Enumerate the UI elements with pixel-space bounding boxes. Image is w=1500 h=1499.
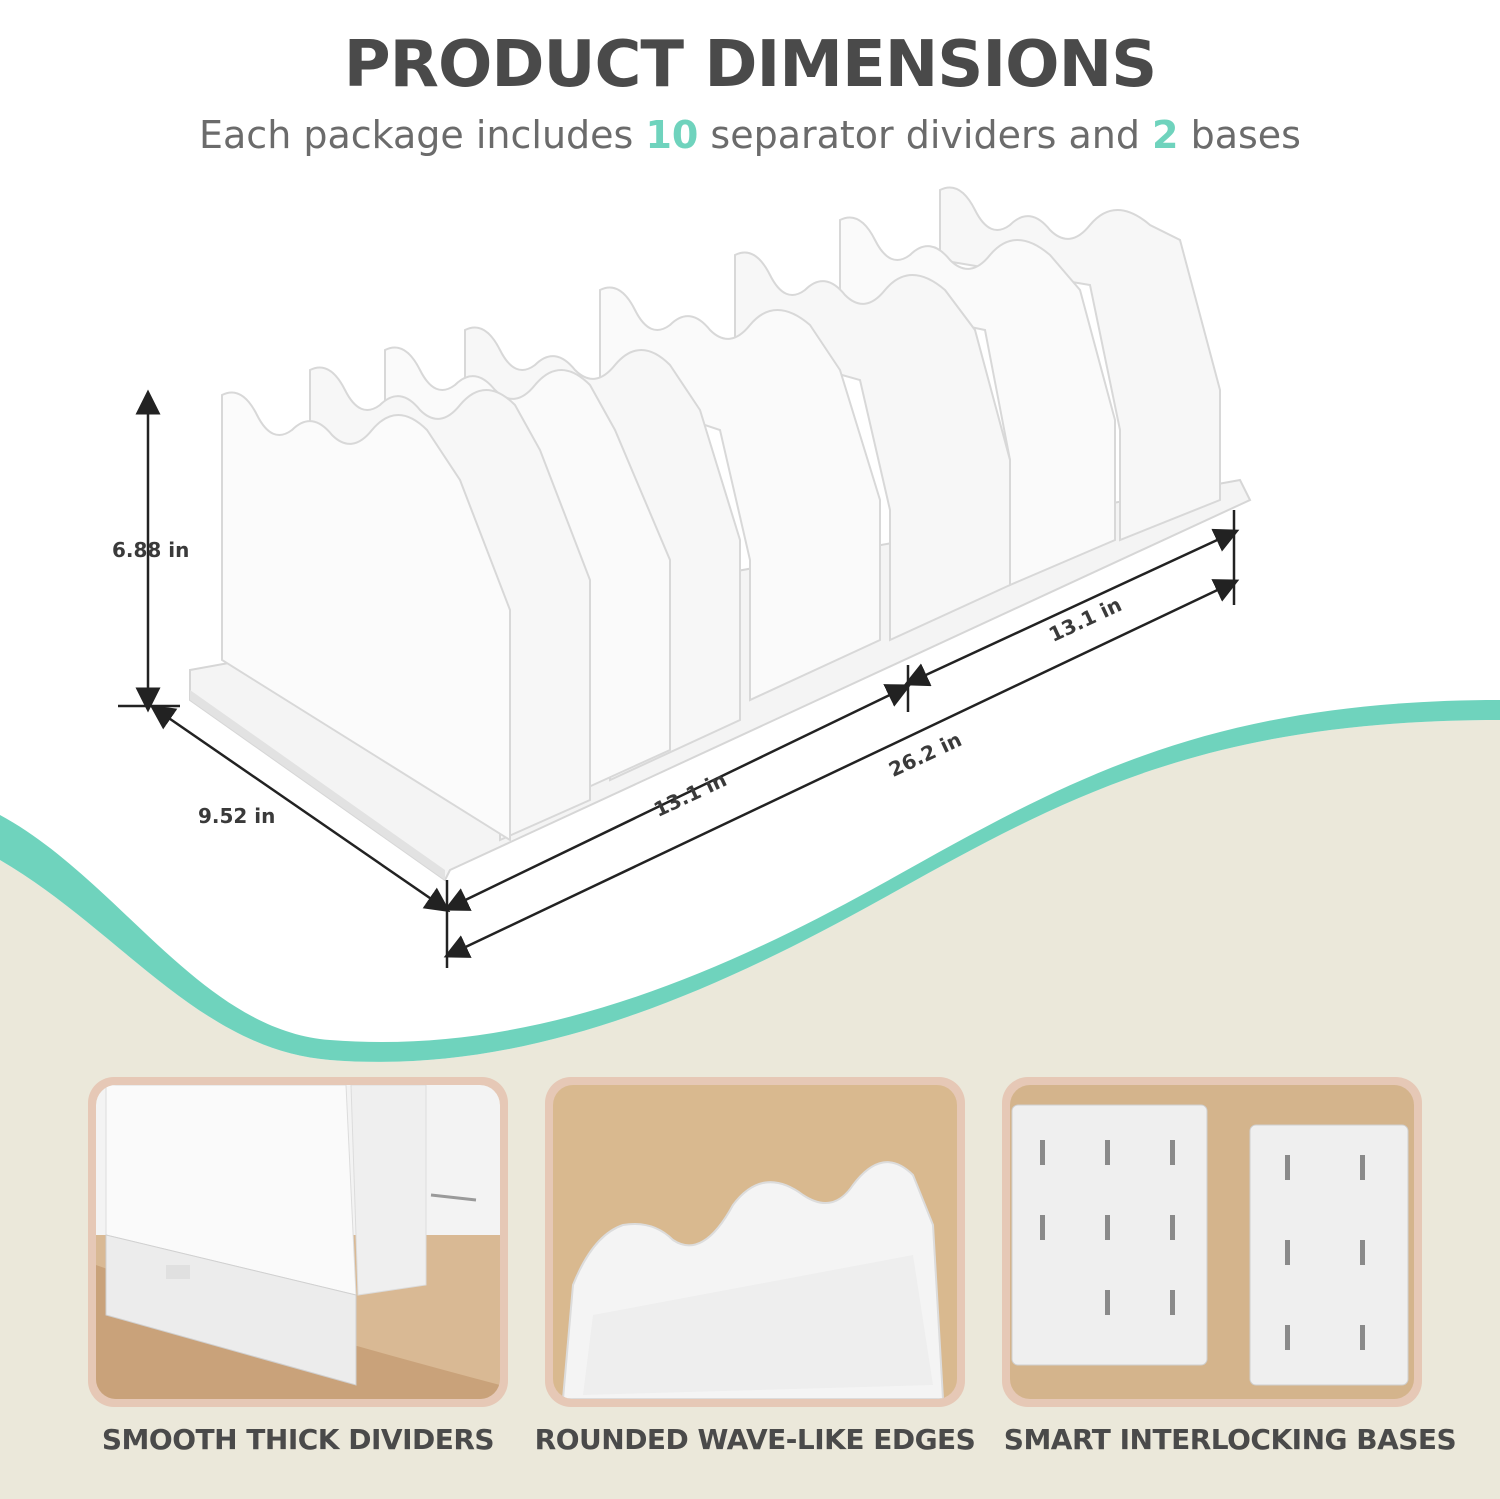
- height-label: 6.88 in: [112, 538, 190, 562]
- base-closeup-image: [1010, 1085, 1414, 1399]
- feature-card-bases: [1002, 1077, 1422, 1407]
- dividers-count: 10: [645, 113, 699, 157]
- wave-edge-closeup-image: [553, 1085, 957, 1399]
- feature-caption-edges: ROUNDED WAVE-LIKE EDGES: [534, 1423, 976, 1456]
- subtitle-text-2: separator dividers and: [698, 113, 1153, 157]
- page-title: PRODUCT DIMENSIONS: [343, 28, 1157, 102]
- feature-card-edges: [545, 1077, 965, 1407]
- feature-caption-dividers: SMOOTH THICK DIVIDERS: [101, 1423, 495, 1456]
- bases-count: 2: [1152, 113, 1179, 157]
- feature-card-dividers: [88, 1077, 508, 1407]
- subtitle-text-3: bases: [1178, 113, 1301, 157]
- page-subtitle: Each package includes 10 separator divid…: [0, 113, 1500, 157]
- subtitle-text-1: Each package includes: [199, 113, 646, 157]
- divider-closeup-image: [96, 1085, 500, 1399]
- depth-label: 9.52 in: [198, 804, 276, 828]
- feature-caption-bases: SMART INTERLOCKING BASES: [1003, 1423, 1457, 1456]
- dimension-lines: [118, 389, 1240, 968]
